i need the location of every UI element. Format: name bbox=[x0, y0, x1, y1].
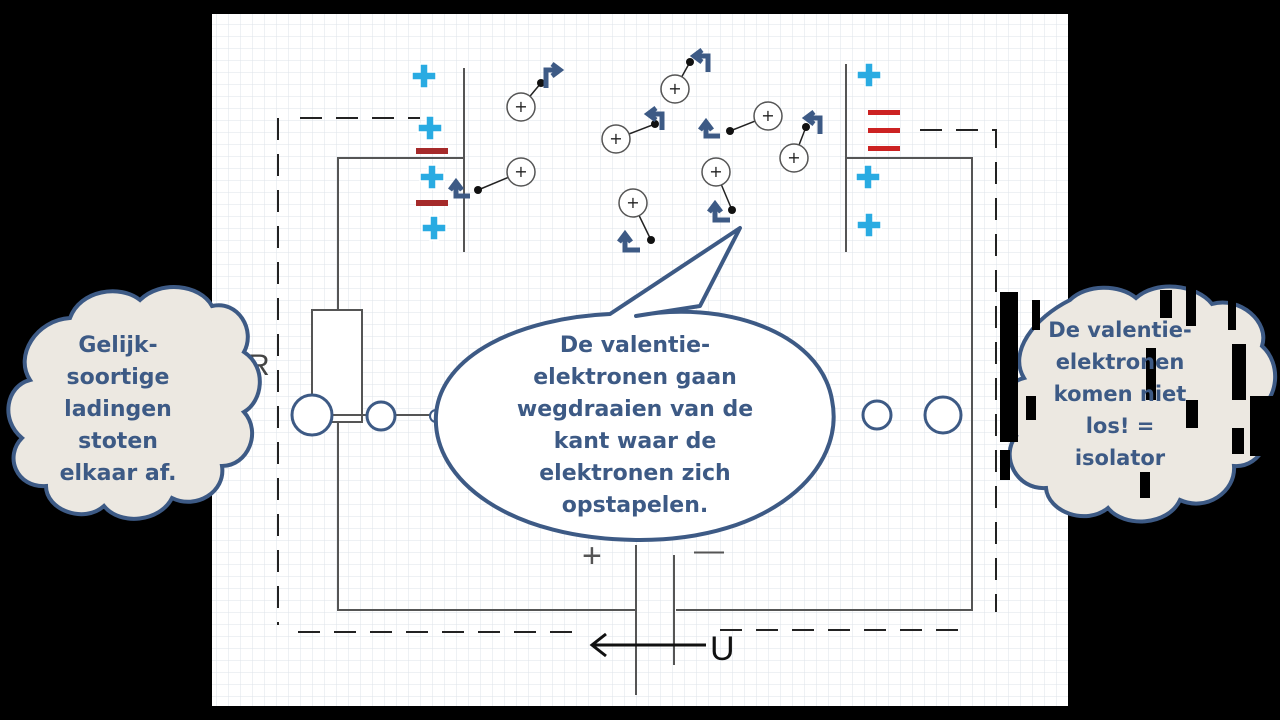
atom-icon: + bbox=[701, 157, 736, 223]
right-cloud-text: De valentie-elektronen komen niet los! =… bbox=[1048, 318, 1192, 470]
atom-icon: + bbox=[660, 48, 711, 104]
dashed-outline bbox=[277, 117, 997, 633]
right-plate-charges bbox=[855, 62, 900, 238]
minus-charge-icon bbox=[868, 146, 900, 151]
svg-text:+: + bbox=[514, 162, 527, 181]
minus-charge-icon bbox=[416, 148, 448, 154]
svg-text:+: + bbox=[609, 129, 622, 148]
plus-charge-icon bbox=[417, 115, 443, 141]
svg-text:+: + bbox=[709, 162, 722, 181]
plus-charge-icon bbox=[419, 164, 445, 190]
atom-icon: + bbox=[448, 157, 536, 199]
atom-icon: + bbox=[601, 106, 665, 154]
speech-bubble bbox=[433, 226, 836, 542]
plus-charge-icon bbox=[855, 164, 881, 190]
plus-charge-icon bbox=[856, 62, 882, 88]
left-cloud-text: Gelijk-soortige ladingen stoten elkaar a… bbox=[59, 333, 177, 486]
atom-icon: + bbox=[617, 188, 655, 253]
svg-text:+: + bbox=[668, 79, 681, 98]
speech-bubble-text: De valentie-elektronen gaan wegdraaien v… bbox=[516, 333, 754, 518]
plus-charge-icon bbox=[411, 63, 437, 89]
voltage-label: U bbox=[710, 630, 735, 668]
plus-charge-icon bbox=[856, 212, 882, 238]
svg-text:+: + bbox=[761, 106, 774, 125]
svg-text:+: + bbox=[626, 193, 639, 212]
minus-charge-icon bbox=[868, 128, 900, 133]
glitch-overlay bbox=[1000, 286, 1280, 498]
voltage-arrow bbox=[589, 632, 706, 658]
atom-icon: + bbox=[506, 62, 565, 122]
circuit-wires bbox=[337, 64, 973, 695]
battery-plus-label: + bbox=[582, 537, 602, 575]
svg-text:+: + bbox=[514, 97, 527, 116]
field-axis bbox=[290, 393, 963, 437]
atoms: + + + + + bbox=[448, 48, 823, 253]
left-plate-charges bbox=[411, 63, 448, 241]
minus-charge-icon bbox=[868, 110, 900, 115]
left-cloud bbox=[6, 285, 262, 521]
minus-charge-icon bbox=[416, 200, 448, 206]
atom-icon: + bbox=[698, 101, 783, 139]
svg-text:+: + bbox=[787, 148, 800, 167]
atom-icon: + bbox=[779, 110, 823, 173]
battery-minus-label: — bbox=[694, 534, 724, 567]
plus-charge-icon bbox=[421, 215, 447, 241]
